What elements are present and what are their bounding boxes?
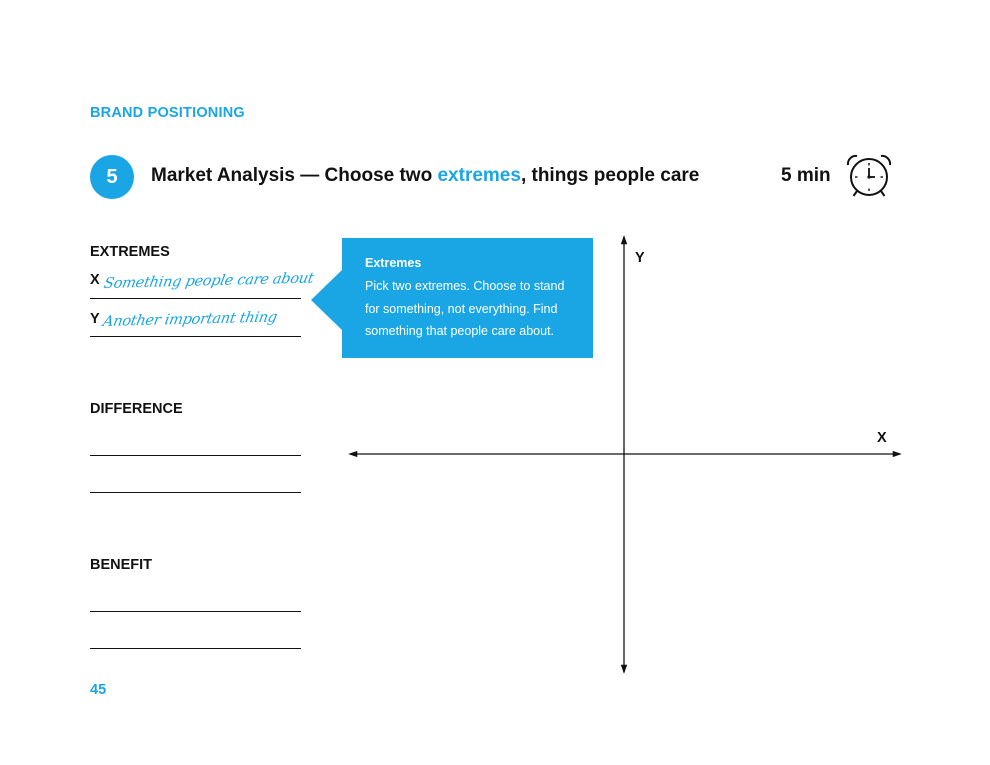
benefit-line-2 (90, 648, 301, 649)
difference-line-2 (90, 492, 301, 493)
x-extreme-line (90, 298, 301, 299)
step-number-badge: 5 (90, 155, 134, 199)
title-text-before: Market Analysis — Choose two (151, 165, 438, 186)
difference-line-1 (90, 455, 301, 456)
axes (348, 235, 902, 674)
alarm-clock-icon (846, 154, 892, 197)
difference-heading: DIFFERENCE (90, 401, 183, 417)
section-label: BRAND POSITIONING (90, 105, 245, 121)
y-extreme-value: Another important thing (101, 309, 279, 330)
y-extreme-line (90, 336, 301, 337)
title-text-after: , things people care (520, 165, 700, 186)
x-axis-label: X (877, 430, 887, 446)
benefit-line-1 (90, 611, 301, 612)
x-extreme-value: Something people care about (102, 270, 315, 292)
page-number: 45 (90, 682, 107, 698)
callout-box: Extremes Pick two extremes. Choose to st… (342, 238, 593, 358)
extremes-heading: EXTREMES (90, 244, 170, 260)
benefit-heading: BENEFIT (90, 557, 153, 573)
y-axis-label: Y (635, 250, 645, 266)
page-title: Market Analysis — Choose two extremes, t… (151, 165, 699, 187)
y-extreme-letter: Y (90, 311, 100, 327)
callout-title: Extremes (365, 256, 422, 270)
callout-body: Pick two extremes. Choose to stand for s… (365, 279, 565, 338)
x-extreme-letter: X (90, 272, 100, 288)
title-highlight: extremes (437, 165, 521, 186)
duration-label: 5 min (781, 165, 831, 186)
callout-pointer (311, 269, 343, 331)
positioning-chart: Y X (340, 230, 910, 680)
